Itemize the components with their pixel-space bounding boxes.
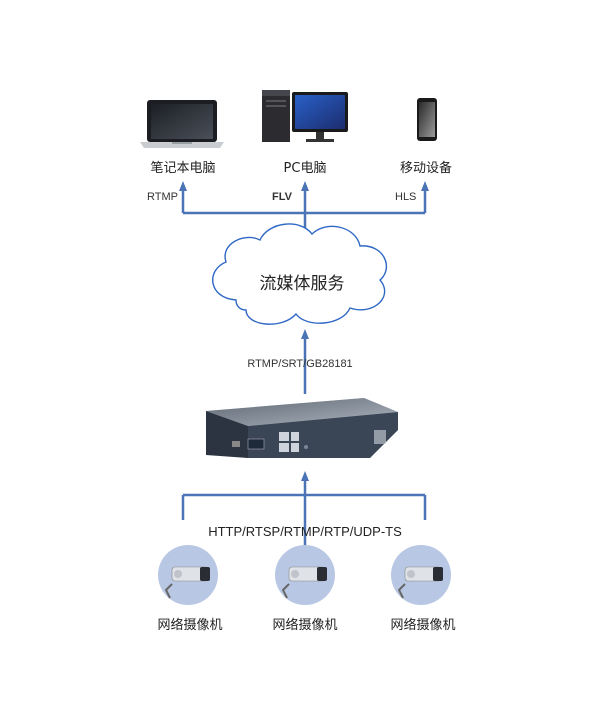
encoder-device-icon <box>206 398 398 458</box>
camera-2 <box>275 545 335 605</box>
camera-label-2: 网络摄像机 <box>272 618 338 633</box>
protocol-label-hls: HLS <box>395 191 417 203</box>
laptop-icon <box>140 100 224 148</box>
client-arrows <box>179 181 429 232</box>
smartphone-icon <box>417 98 437 141</box>
desktop-pc-icon <box>262 90 348 142</box>
cloud-label: 流媒体服务 <box>259 274 345 294</box>
camera-label-1: 网络摄像机 <box>157 618 223 633</box>
input-protocol-label: HTTP/RTSP/RTMP/RTP/UDP-TS <box>208 524 402 539</box>
protocol-label-rtmp: RTMP <box>147 191 178 203</box>
client-label-pc: PC电脑 <box>283 161 327 176</box>
camera-label-3: 网络摄像机 <box>390 618 456 633</box>
client-label-mobile: 移动设备 <box>399 161 453 176</box>
camera-1 <box>158 545 218 605</box>
input-arrows <box>181 471 427 550</box>
cloud-icon <box>212 223 388 325</box>
client-label-laptop: 笔记本电脑 <box>150 161 216 176</box>
camera-3 <box>391 545 451 605</box>
uplink-protocol-label: RTMP/SRT/GB28181 <box>247 358 353 370</box>
protocol-label-flv: FLV <box>272 191 292 203</box>
